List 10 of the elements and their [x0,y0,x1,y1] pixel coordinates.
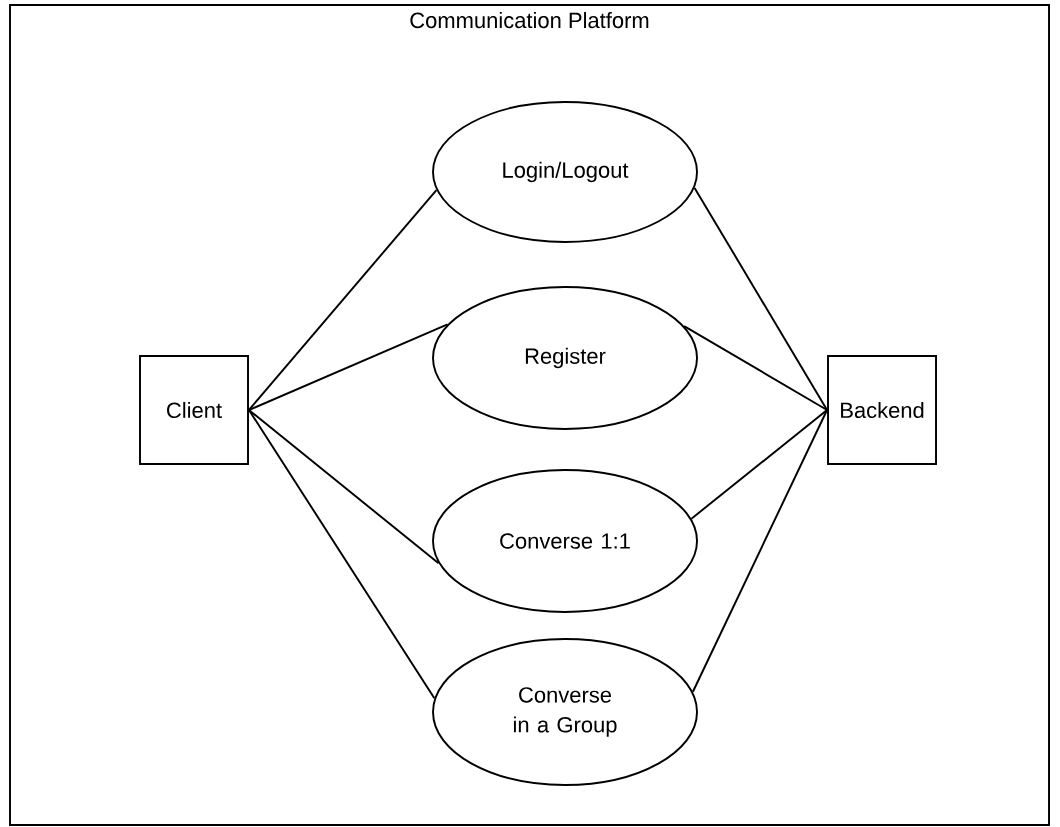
connector-line [248,409,440,565]
actor-box: Backend [827,355,937,465]
connector-line [691,409,828,693]
connector-line [248,323,449,411]
connector-line [690,409,828,520]
connector-line [693,186,828,411]
connector-line [248,409,436,700]
connector-line [248,189,438,411]
actor-box: Client [139,355,249,465]
connector-line [683,325,828,411]
